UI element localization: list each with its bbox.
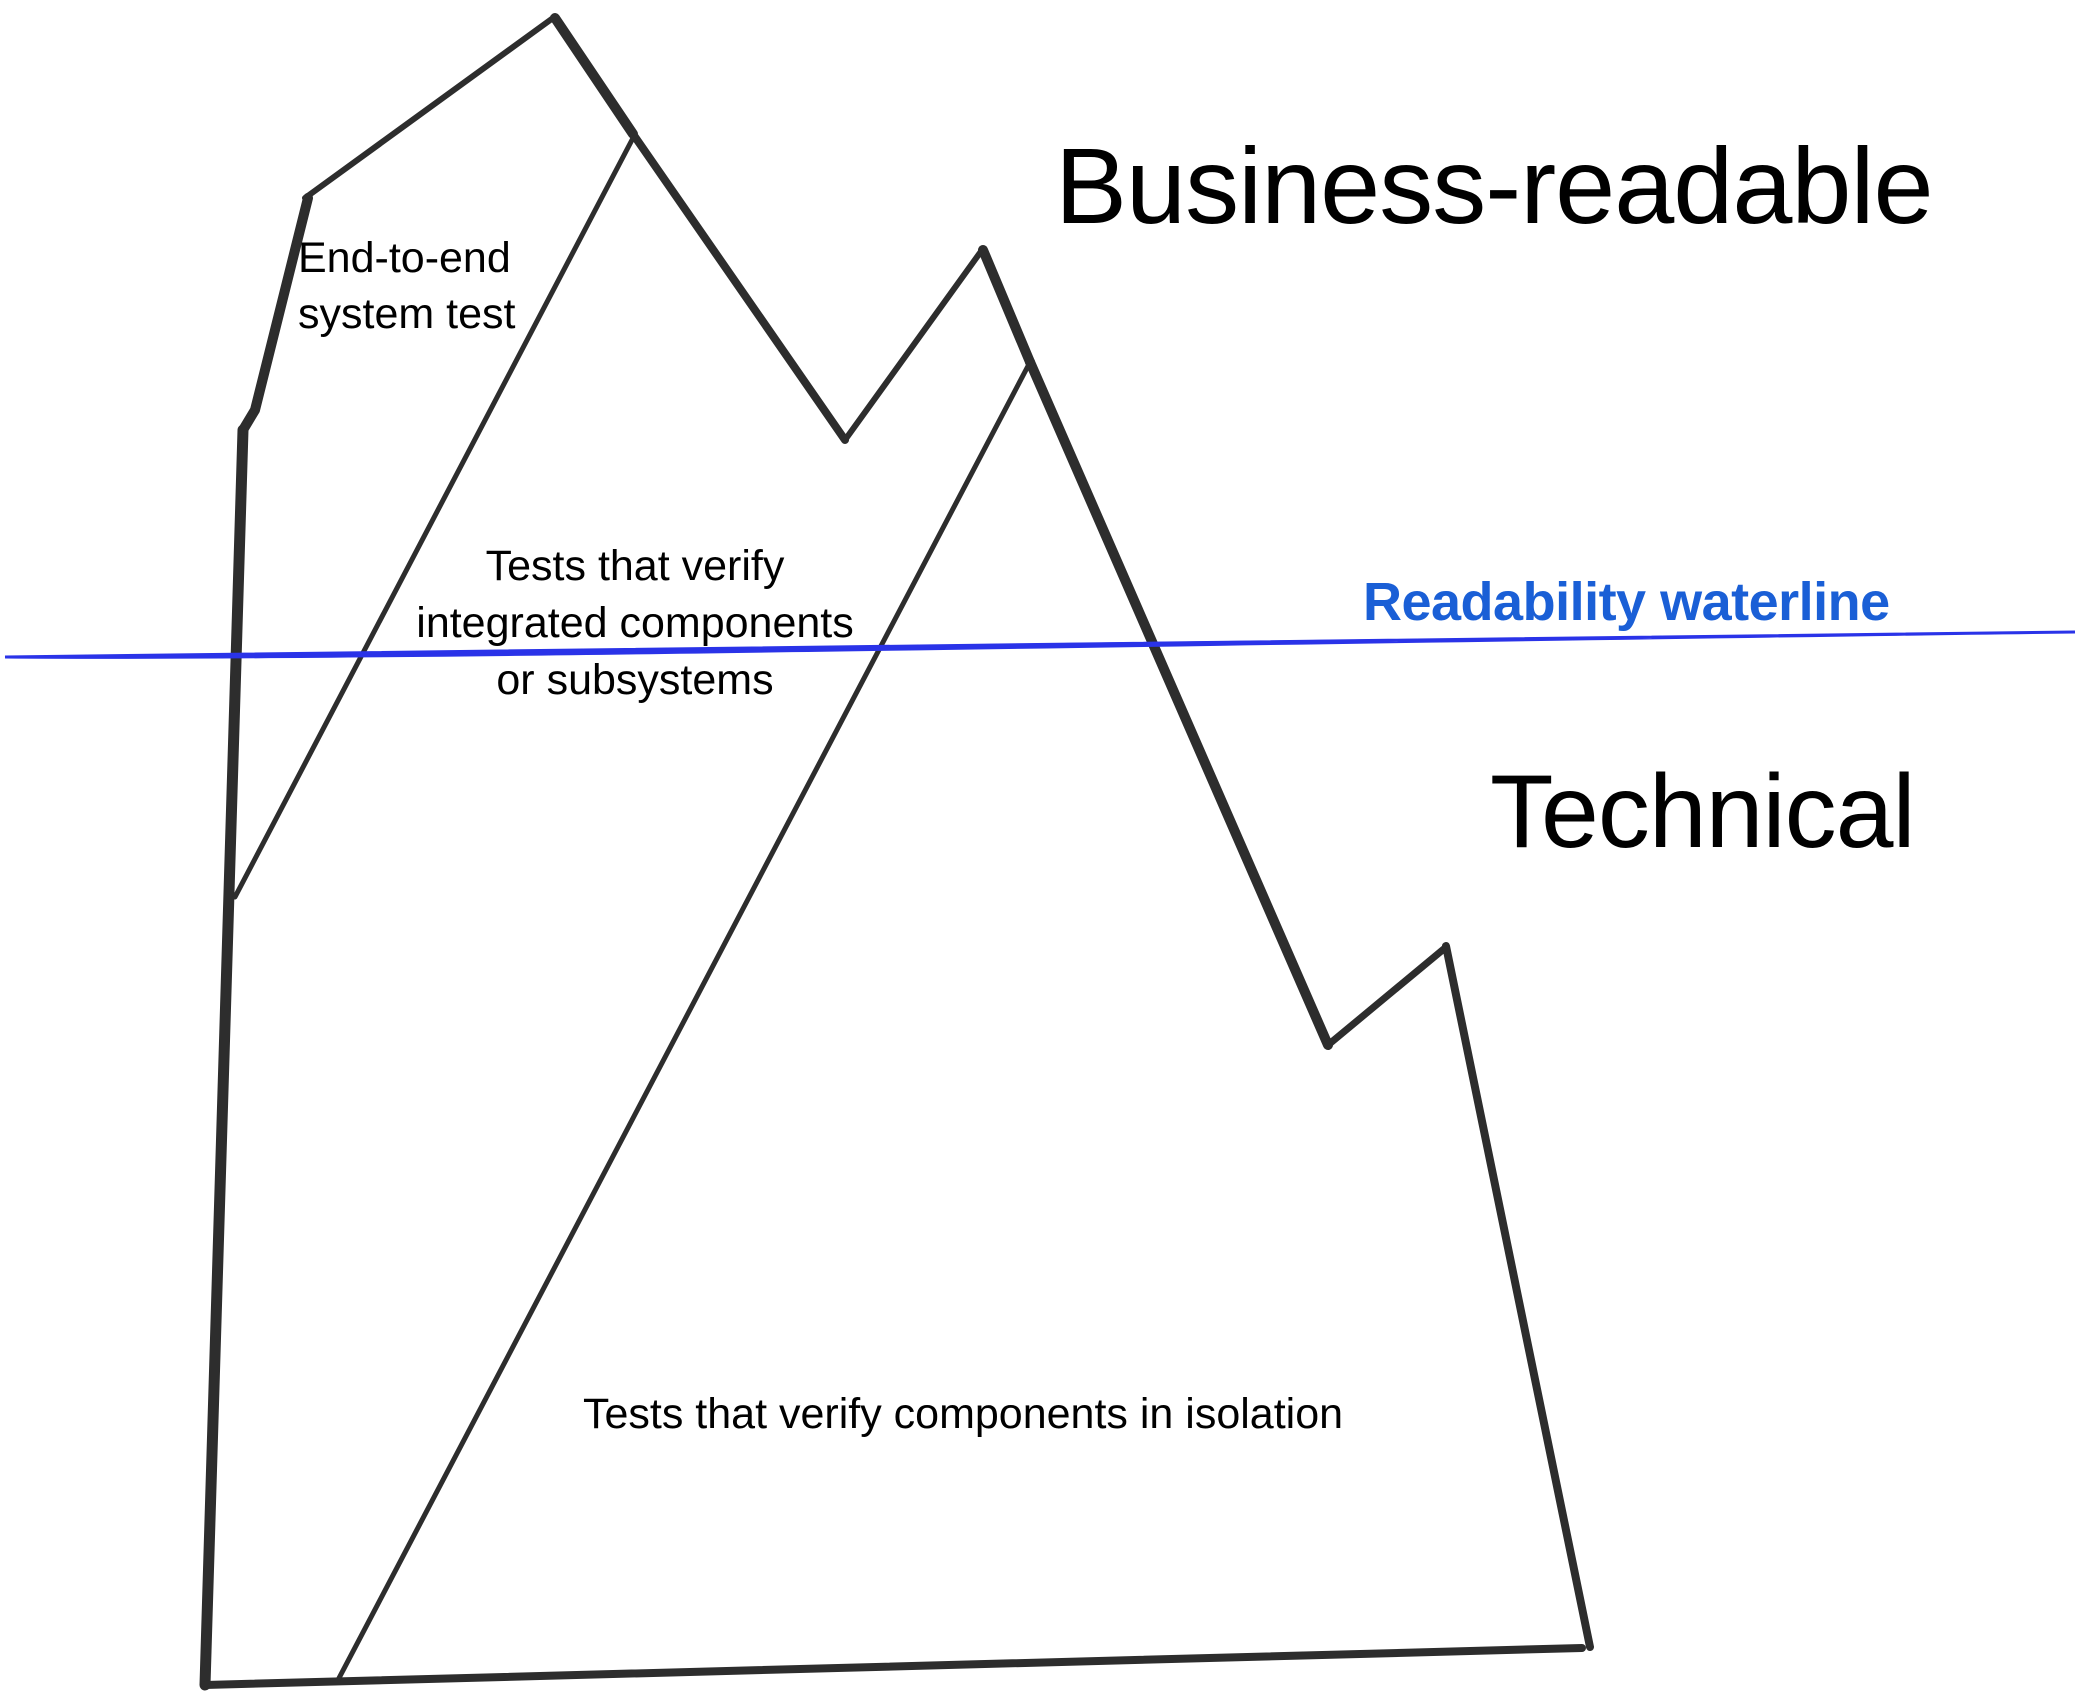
- heading-business-readable: Business-readable: [1055, 125, 1934, 246]
- outline-top-left-edge: [302, 15, 556, 201]
- layer-label-line: Tests that verify: [485, 542, 785, 590]
- outline-valley-to-peak2: [842, 247, 985, 443]
- waterline-label: Readability waterline: [1363, 572, 1890, 632]
- divider-integrated-isolation: [335, 363, 1031, 1683]
- outline-peak2-right-flank: [978, 245, 1035, 367]
- outline-peak1-right-flank: [550, 13, 638, 139]
- iceberg-outline: [199, 13, 1594, 1691]
- layer-label-line: integrated components: [416, 599, 854, 647]
- layer-label-line: End-to-end: [298, 234, 511, 282]
- layer-label-end-to-end: End-to-end system test: [298, 230, 515, 342]
- layer-dividers: [232, 135, 1031, 1683]
- readability-waterline: [4, 630, 2076, 659]
- outline-left-shoulder: [238, 193, 313, 435]
- layer-label-integrated: Tests that verify integrated components …: [395, 538, 875, 709]
- outline-right-wall: [1442, 942, 1594, 1651]
- heading-technical: Technical: [1490, 754, 1916, 870]
- outline-base: [201, 1644, 1586, 1689]
- layer-label-isolation: Tests that verify components in isolatio…: [583, 1390, 1344, 1438]
- layer-label-line: system test: [298, 290, 516, 338]
- layer-label-line: or subsystems: [496, 656, 774, 704]
- outline-notch: [1324, 944, 1449, 1049]
- outline-right-long-flank: [1025, 357, 1333, 1050]
- divider-e2e-integrated: [232, 135, 636, 900]
- outline-peak1-lower-flank: [629, 130, 849, 444]
- outline-left-wall: [199, 424, 249, 1691]
